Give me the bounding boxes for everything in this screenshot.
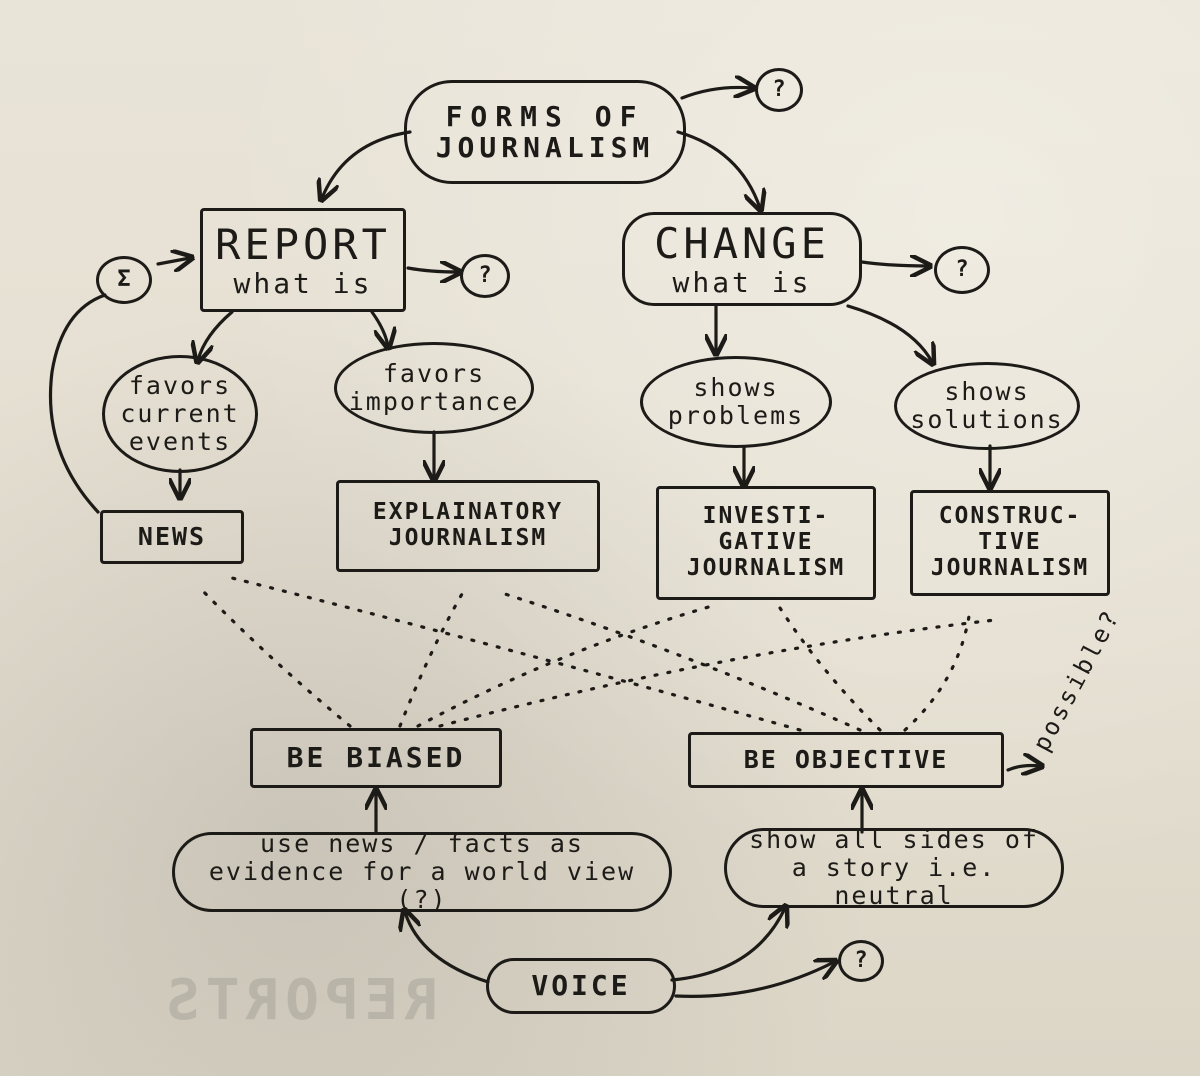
arrow-forms-to-q <box>680 87 752 100</box>
arrow-objective-to-possible <box>1006 766 1040 771</box>
shows-solutions-l2: solutions <box>910 405 1064 434</box>
arrow-report-to-favors-importance <box>370 310 388 346</box>
favors-current-l1: favors <box>128 371 232 400</box>
use-news-l2: evidence for a world view (?) <box>208 857 636 914</box>
shows-problems-l1: shows <box>693 373 779 402</box>
arrow-forms-to-change <box>676 130 760 208</box>
investigative-l2: GATIVE <box>718 529 814 556</box>
explanatory-journalism-node: EXPLAINATORY JOURNALISM <box>336 480 600 572</box>
change-sub: what is <box>672 265 812 299</box>
favors-importance-node: favors importance <box>334 342 534 434</box>
constructive-l2: TIVE <box>978 529 1042 556</box>
shows-problems-l2: problems <box>667 401 805 430</box>
feedback-loop-news-to-sigma <box>48 293 107 514</box>
be-objective-node: BE OBJECTIVE <box>688 732 1004 788</box>
show-sides-l1: show all sides of <box>749 825 1039 854</box>
explanatory-l1: EXPLAINATORY <box>372 499 564 526</box>
forms-line2: JOURNALISM <box>435 131 655 164</box>
use-news-l1: use news / facts as <box>260 829 584 858</box>
report-sub: what is <box>233 266 373 300</box>
report-title: REPORT <box>215 219 391 269</box>
constructive-l1: CONSTRUC- <box>938 503 1082 530</box>
forms-of-journalism-node: FORMS OF JOURNALISM <box>404 80 686 184</box>
dotted-biased-to-news <box>196 584 352 728</box>
dotted-objective-to-news <box>222 574 802 732</box>
favors-current-l2: current <box>120 399 240 428</box>
arrow-voice-to-q <box>674 962 834 998</box>
arrow-change-to-shows-solutions <box>846 304 932 362</box>
constructive-journalism-node: CONSTRUC- TIVE JOURNALISM <box>910 490 1110 596</box>
voice-node: VOICE <box>486 958 676 1014</box>
dotted-biased-to-investigative <box>416 604 714 728</box>
sigma-circle: Σ <box>96 256 152 304</box>
change-title: CHANGE <box>654 218 830 268</box>
investigative-journalism-node: INVESTI- GATIVE JOURNALISM <box>656 486 876 600</box>
voice-label: VOICE <box>531 969 631 1003</box>
news-node: NEWS <box>100 510 244 564</box>
shows-solutions-l1: shows <box>944 377 1030 406</box>
be-biased-node: BE BIASED <box>250 728 502 788</box>
use-news-facts-node: use news / facts as evidence for a world… <box>172 829 672 914</box>
be-biased-label: BE BIASED <box>286 741 466 775</box>
dotted-objective-to-investigative <box>778 606 882 732</box>
question-circle-report: ? <box>460 254 510 298</box>
show-all-sides-node: show all sides of a story i.e. neutral <box>724 825 1064 910</box>
dotted-objective-to-explanatory <box>503 592 862 732</box>
dotted-objective-to-constructive <box>903 608 972 732</box>
change-what-is-node: CHANGE what is <box>622 212 862 306</box>
explanatory-l2: JOURNALISM <box>388 525 548 551</box>
favors-importance-l1: favors <box>382 359 486 388</box>
arrow-voice-to-use-news <box>405 912 490 984</box>
arrow-report-to-favors-current <box>198 310 234 360</box>
question-circle-change: ? <box>934 246 990 294</box>
arrow-sigma-to-report <box>156 258 190 264</box>
question-circle-forms: ? <box>755 68 803 112</box>
news-label: NEWS <box>137 522 207 551</box>
report-what-is-node: REPORT what is <box>200 208 406 312</box>
shows-solutions-node: shows solutions <box>894 362 1080 450</box>
constructive-l3: JOURNALISM <box>930 554 1090 581</box>
be-objective-label: BE OBJECTIVE <box>743 745 949 774</box>
arrow-forms-to-report <box>322 130 412 198</box>
favors-current-events-node: favors current events <box>102 355 258 473</box>
forms-line1: FORMS OF <box>445 99 645 133</box>
investigative-l1: INVESTI- <box>702 503 830 530</box>
arrow-change-to-q <box>860 262 928 266</box>
question-circle-voice: ? <box>838 940 884 982</box>
shows-problems-node: shows problems <box>640 356 832 448</box>
investigative-l3: JOURNALISM <box>686 554 846 581</box>
dotted-biased-to-explanatory <box>398 592 464 728</box>
arrow-report-to-q <box>406 268 458 272</box>
show-sides-l2: a story i.e. neutral <box>791 853 997 910</box>
favors-importance-l2: importance <box>348 387 520 416</box>
favors-current-l3: events <box>128 427 232 456</box>
arrow-voice-to-show-sides <box>670 908 785 982</box>
